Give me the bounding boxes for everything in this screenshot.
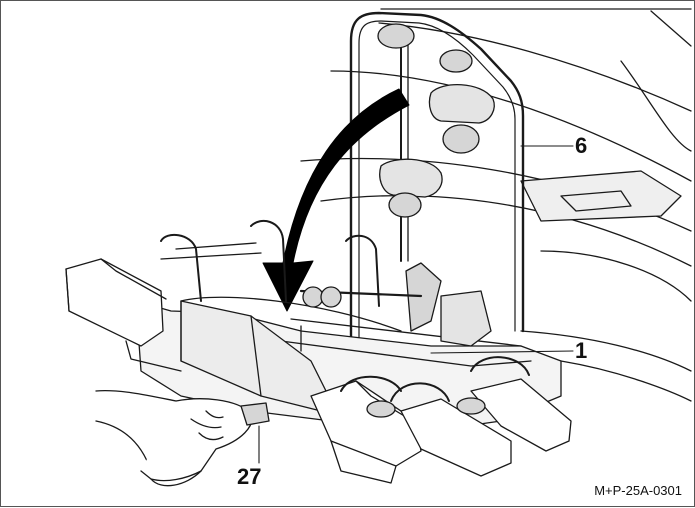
figure-code: M+P-25A-0301 <box>594 483 682 498</box>
left-lamp-housing <box>65 258 182 372</box>
callout-1: 1 <box>575 338 588 363</box>
fold-direction-arrow <box>262 88 410 312</box>
leader-line-1 <box>430 350 574 354</box>
callout-27: 27 <box>237 464 262 489</box>
vehicle-rear <box>300 8 692 402</box>
foot-on-pedal <box>95 390 270 487</box>
hoop-frame <box>349 11 525 348</box>
right-lamp-housings <box>310 356 572 484</box>
callout-6: 6 <box>575 133 588 158</box>
